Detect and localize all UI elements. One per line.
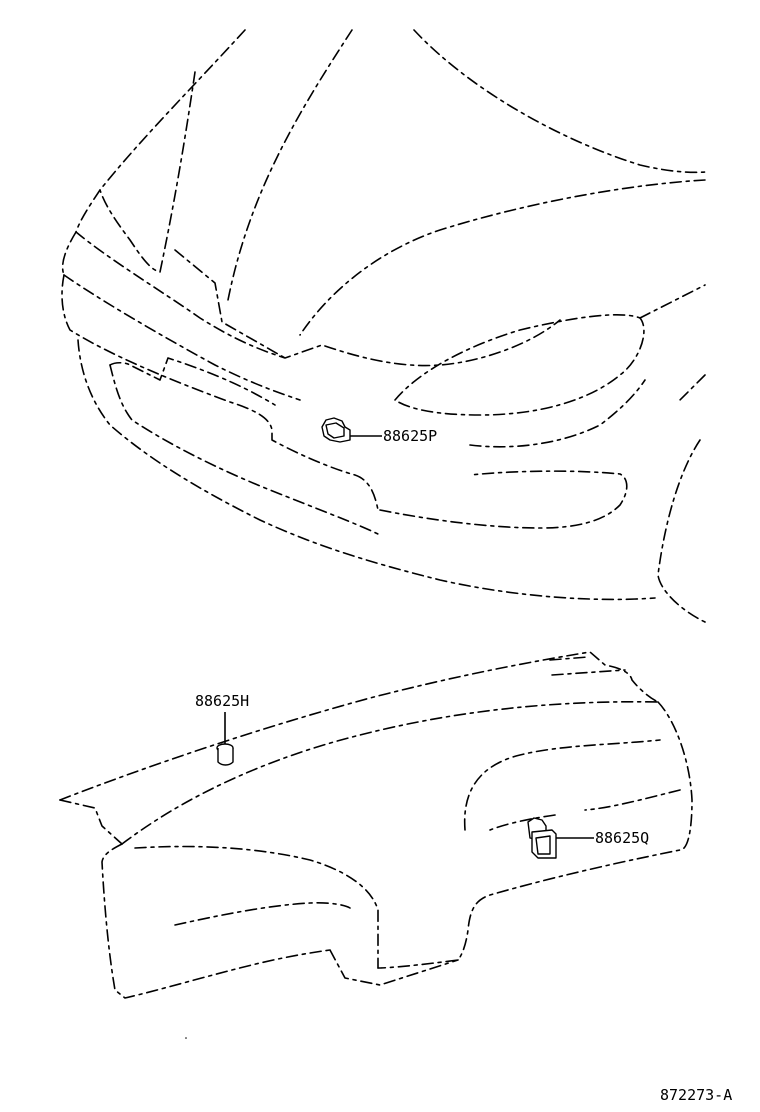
- dash-panel-outline: [59, 651, 693, 999]
- part-88625p-clip: [321, 417, 382, 443]
- label-88625p: 88625P: [383, 427, 437, 445]
- label-88625h: 88625H: [195, 692, 249, 710]
- stray-dot: [185, 1037, 187, 1039]
- figure-id: 872273-A: [660, 1086, 732, 1104]
- front-body-outline: [61, 29, 706, 623]
- part-88625h-clip: [216, 712, 234, 766]
- part-88625q-bracket: [527, 817, 594, 859]
- label-88625q: 88625Q: [595, 829, 649, 847]
